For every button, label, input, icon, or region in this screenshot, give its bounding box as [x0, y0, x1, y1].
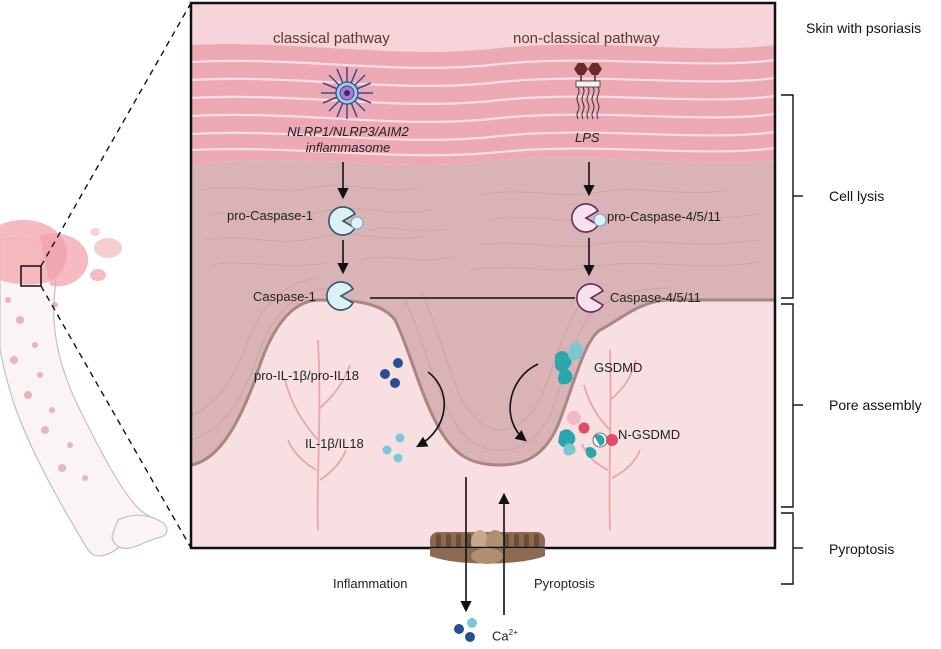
pyroptosis-bottom-label: Pyroptosis	[534, 576, 595, 591]
pro-caspase-1-icon	[328, 206, 364, 236]
lps-label: LPS	[575, 130, 600, 145]
calcium-base: Ca	[492, 628, 509, 644]
nonclassical-pathway-title: non-classical pathway	[513, 30, 660, 47]
zoom-square	[20, 265, 42, 287]
pyroptosis-stage-label: Pyroptosis	[829, 541, 895, 557]
cell-membrane-pore	[430, 530, 545, 548]
ngsdmd-molecules	[558, 411, 618, 458]
arm-illustration	[0, 2, 192, 557]
gsdmd-label: GSDMD	[594, 360, 643, 375]
pro-il-label: pro-IL-1β/pro-IL18	[254, 368, 360, 383]
skin-with-psoriasis-label: Skin with psoriasis	[806, 20, 922, 36]
il-molecules	[382, 433, 405, 463]
gsdmd-molecules	[555, 342, 584, 385]
inflammasome-label-line1: NLRP1/NLRP3/AIM2	[287, 124, 409, 139]
released-molecules	[454, 618, 477, 642]
caspase-4511-label: Caspase-4/5/11	[610, 290, 701, 305]
skin-panel	[191, 3, 775, 548]
pore-outside	[430, 548, 545, 564]
cell-lysis-label: Cell lysis	[829, 188, 885, 204]
pro-caspase-1-label: pro-Caspase-1	[227, 208, 313, 223]
inflammasome-icon	[321, 67, 373, 119]
stage-brackets	[781, 94, 803, 585]
pore-assembly-label: Pore assembly	[829, 397, 922, 413]
inflammasome-label: NLRP1/NLRP3/AIM2 inflammasome	[270, 124, 426, 156]
zoom-line-top	[40, 2, 192, 267]
caspase-1-icon	[326, 281, 355, 311]
inflammasome-label-line2: inflammasome	[305, 140, 391, 155]
inflammation-label: Inflammation	[333, 576, 408, 591]
caspase-4511-icon	[576, 283, 605, 313]
lps-icon	[574, 63, 602, 120]
il-label: IL-1β/IL18	[305, 436, 364, 451]
caspase-1-label: Caspase-1	[253, 289, 316, 304]
ngsdmd-label: N-GSDMD	[618, 427, 681, 442]
pathway-arrows	[337, 162, 595, 615]
blood-vessels	[284, 339, 641, 531]
calcium-charge: 2+	[508, 628, 518, 637]
pro-caspase-4511-icon	[571, 203, 607, 233]
classical-pathway-title: classical pathway	[273, 30, 390, 47]
pro-caspase-4511-label: pro-Caspase-4/5/11	[607, 209, 721, 224]
pro-il-molecules	[380, 358, 403, 388]
calcium-label: Ca2+	[492, 625, 518, 644]
